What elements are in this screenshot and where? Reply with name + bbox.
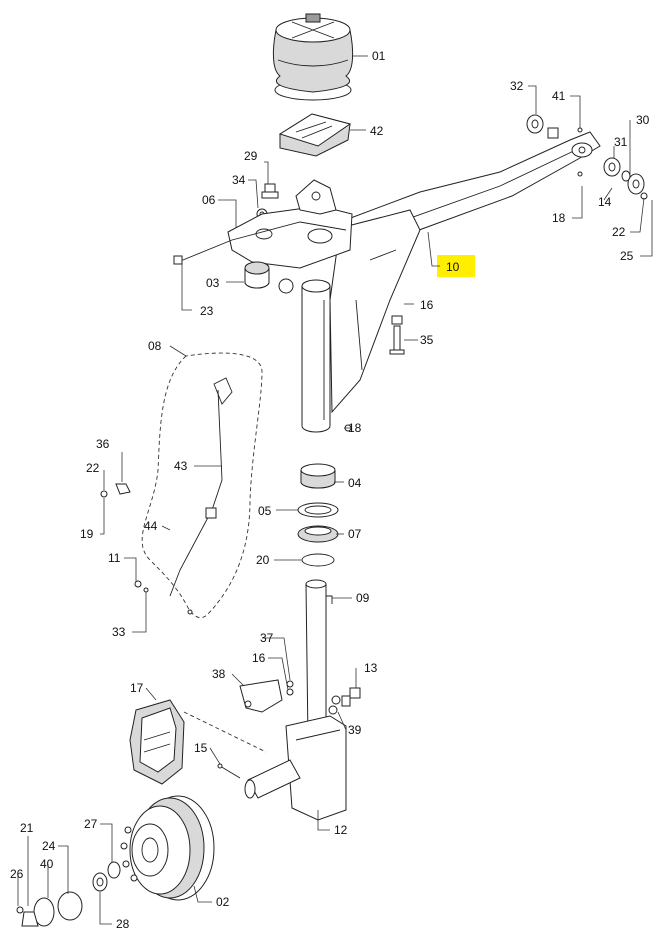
label-part-26: 26: [10, 867, 24, 881]
label-part-18-lower: 18: [348, 421, 362, 435]
label-part-44: 44: [144, 519, 158, 533]
hub-cap: [16, 891, 83, 927]
label-part-11: 11: [108, 551, 121, 565]
spindle-knuckle: [244, 579, 347, 821]
mounting-bracket: [239, 679, 361, 715]
label-part-16-lower: 16: [252, 651, 266, 665]
highlight-box: [437, 255, 475, 277]
brake-caliper: [129, 699, 267, 785]
spacer-plate: [278, 113, 352, 157]
label-part-16: 16: [420, 298, 434, 312]
label-part-24: 24: [42, 839, 56, 853]
label-part-02: 02: [216, 895, 230, 909]
label-part-22: 22: [612, 225, 626, 239]
label-part-29: 29: [244, 149, 258, 163]
air-spring-bellows: [272, 13, 354, 101]
label-part-12: 12: [334, 823, 348, 837]
label-part-31: 31: [614, 135, 628, 149]
label-part-13: 13: [364, 661, 378, 675]
label-part-39: 39: [348, 723, 362, 737]
label-part-33: 33: [112, 625, 126, 639]
stud-15: [217, 763, 241, 779]
arm-end-hardware: [526, 114, 648, 200]
cable-assembly: [141, 352, 263, 618]
brake-disc-hub: [120, 795, 215, 901]
label-part-15: 15: [194, 741, 208, 755]
label-part-34: 34: [232, 173, 246, 187]
label-part-04: 04: [348, 476, 362, 490]
label-part-03: 03: [206, 276, 220, 290]
label-part-35: 35: [420, 333, 434, 347]
label-part-32: 32: [510, 79, 524, 93]
label-part-36: 36: [96, 437, 110, 451]
label-part-09: 09: [356, 591, 370, 605]
bearing-stack: [297, 463, 339, 567]
label-part-40: 40: [40, 857, 54, 871]
label-part-42: 42: [370, 124, 384, 138]
label-part-22-left: 22: [86, 461, 100, 475]
label-part-18: 18: [552, 211, 566, 225]
label-part-06: 06: [202, 193, 216, 207]
label-part-14: 14: [598, 195, 612, 209]
label-part-37: 37: [260, 631, 274, 645]
label-part-41: 41: [552, 89, 566, 103]
label-part-25: 25: [620, 249, 634, 263]
label-part-38: 38: [212, 667, 226, 681]
label-part-21: 21: [20, 821, 34, 835]
trailing-arm-bracket: [173, 131, 601, 414]
label-part-28: 28: [116, 917, 130, 931]
label-part-20: 20: [256, 553, 270, 567]
label-part-27: 27: [84, 817, 98, 831]
label-part-30: 30: [636, 113, 650, 127]
label-part-23: 23: [200, 304, 214, 318]
label-part-07: 07: [348, 527, 362, 541]
clip-hardware-lower: [134, 580, 149, 593]
clip-hardware: [100, 483, 131, 498]
label-part-05: 05: [258, 504, 272, 518]
label-part-19: 19: [80, 527, 94, 541]
label-part-43: 43: [174, 459, 188, 473]
label-part-17: 17: [130, 681, 144, 695]
leader-lines: [17, 55, 653, 925]
label-part-08: 08: [148, 339, 162, 353]
part-labels: 01 42 29 34 06 03 23 10 32 41 30 31 14 1…: [10, 49, 650, 931]
vertical-tube: [301, 279, 331, 433]
hub-nut-washer: [92, 861, 121, 892]
screw-29: [261, 183, 279, 199]
label-part-10: 10: [446, 260, 460, 274]
label-part-01: 01: [372, 49, 386, 63]
